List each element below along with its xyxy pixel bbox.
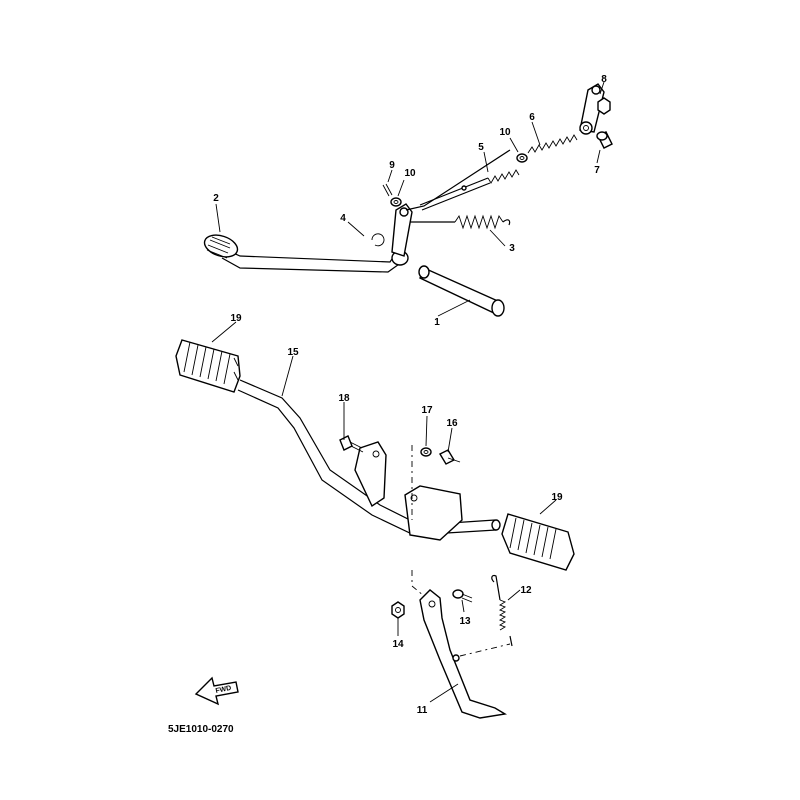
bolt-18 xyxy=(339,435,364,453)
washer-17 xyxy=(420,447,432,457)
callout-7: 7 xyxy=(594,165,600,176)
fwd-label: FWD xyxy=(215,685,232,695)
callout-3: 3 xyxy=(509,243,515,254)
diagram-code: 5JE1010-0270 xyxy=(168,724,234,735)
callout-9: 9 xyxy=(389,160,395,171)
fwd-direction-arrow: FWD xyxy=(194,676,239,706)
sidestand xyxy=(411,570,508,719)
callout-6: 6 xyxy=(529,112,535,123)
pivot-shaft xyxy=(418,265,505,317)
sidestand-nut xyxy=(391,601,405,619)
brake-arm xyxy=(579,83,611,135)
brake-pedal xyxy=(203,149,511,273)
callout-10-left: 10 xyxy=(404,168,416,179)
callout-11: 11 xyxy=(417,705,428,716)
callout-19-right: 19 xyxy=(551,492,563,503)
brake-rod xyxy=(419,169,520,211)
callout-16: 16 xyxy=(446,418,458,429)
callout-4: 4 xyxy=(340,213,346,224)
callout-14: 14 xyxy=(392,639,404,650)
sidestand-spring xyxy=(459,574,513,657)
callout-8: 8 xyxy=(601,74,607,85)
callout-5: 5 xyxy=(478,142,484,153)
footrest-rubber-left xyxy=(175,339,241,393)
bolt-16 xyxy=(439,449,461,465)
footrest-bar xyxy=(237,379,501,541)
footrest-rubber-right xyxy=(501,513,575,571)
callout-numbers: 2 4 3 1 9 10 5 10 6 8 7 19 15 18 17 16 1… xyxy=(213,74,607,716)
callout-19-left: 19 xyxy=(230,313,242,324)
leader-lines xyxy=(211,81,605,703)
callout-15: 15 xyxy=(287,347,299,358)
callout-10-right: 10 xyxy=(499,127,511,138)
callout-2: 2 xyxy=(213,193,219,204)
callout-1: 1 xyxy=(434,317,440,328)
washer-right xyxy=(516,153,528,163)
sidestand-bolt xyxy=(452,589,473,603)
callout-18: 18 xyxy=(338,393,350,404)
brake-rod-spring xyxy=(527,134,578,154)
callout-12: 12 xyxy=(520,585,532,596)
callout-17: 17 xyxy=(421,405,433,416)
cotter-pin-and-washer-left xyxy=(382,183,402,207)
bushing xyxy=(596,131,613,149)
pedal-return-spring xyxy=(410,214,511,230)
circlip xyxy=(371,233,385,247)
callout-13: 13 xyxy=(459,616,471,627)
